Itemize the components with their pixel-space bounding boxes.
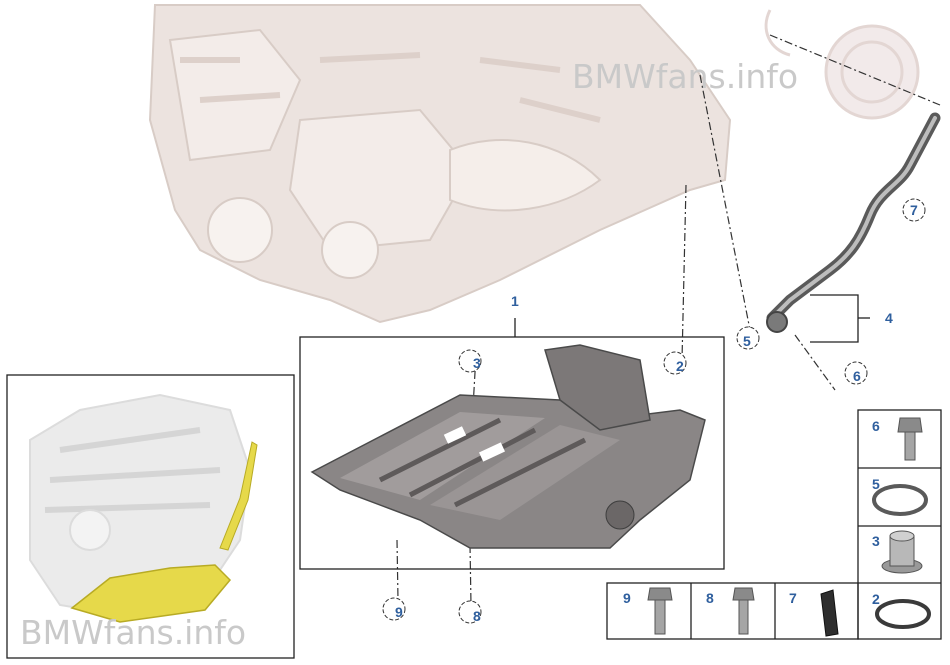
callout-6-marker xyxy=(844,361,868,385)
sleeve-part-3 xyxy=(881,530,923,574)
bolt-part-8 xyxy=(732,587,755,635)
table-label-5: 5 xyxy=(872,476,880,492)
ring-part-5 xyxy=(872,484,928,516)
callout-1: 1 xyxy=(511,293,519,309)
callout-3: 3 xyxy=(473,355,481,371)
table-label-6: 6 xyxy=(872,418,880,434)
callout-2: 2 xyxy=(676,358,684,374)
bracket-4 xyxy=(810,294,870,343)
oil-pan-frame xyxy=(299,336,725,570)
table-label-9: 9 xyxy=(623,590,631,606)
callout-8-marker xyxy=(458,600,482,624)
parts-table-right xyxy=(857,409,942,640)
inset-engine xyxy=(29,393,252,617)
oil-pan xyxy=(310,344,706,549)
callout-7: 7 xyxy=(910,202,918,218)
callout-5: 5 xyxy=(743,333,751,349)
callout-2-marker xyxy=(663,351,687,375)
callout-5-marker xyxy=(736,326,760,350)
inset-highlight-oil-pan xyxy=(70,441,258,623)
callout-6: 6 xyxy=(853,368,861,384)
table-label-7: 7 xyxy=(789,590,797,606)
parts-table-bottom xyxy=(606,582,859,640)
callout-4: 4 xyxy=(885,310,893,326)
callout-9-marker xyxy=(382,597,406,621)
sensor-housing xyxy=(764,9,920,120)
seal-part-2 xyxy=(875,599,931,629)
dipstick-tube xyxy=(766,112,941,333)
engine-block xyxy=(148,4,732,324)
table-label-8: 8 xyxy=(706,590,714,606)
callout-9: 9 xyxy=(395,604,403,620)
grommet-part-7 xyxy=(820,589,839,637)
callout-3-marker xyxy=(458,349,482,373)
table-label-3: 3 xyxy=(872,533,880,549)
bolt-part-9 xyxy=(647,587,673,635)
callout-8: 8 xyxy=(473,608,481,624)
callout-7-marker xyxy=(902,198,926,222)
watermark-top: BMWfans.info xyxy=(572,57,798,96)
watermark-bottom: BMWfans.info xyxy=(20,613,246,652)
table-label-2: 2 xyxy=(872,591,880,607)
bolt-part-6 xyxy=(897,417,923,461)
